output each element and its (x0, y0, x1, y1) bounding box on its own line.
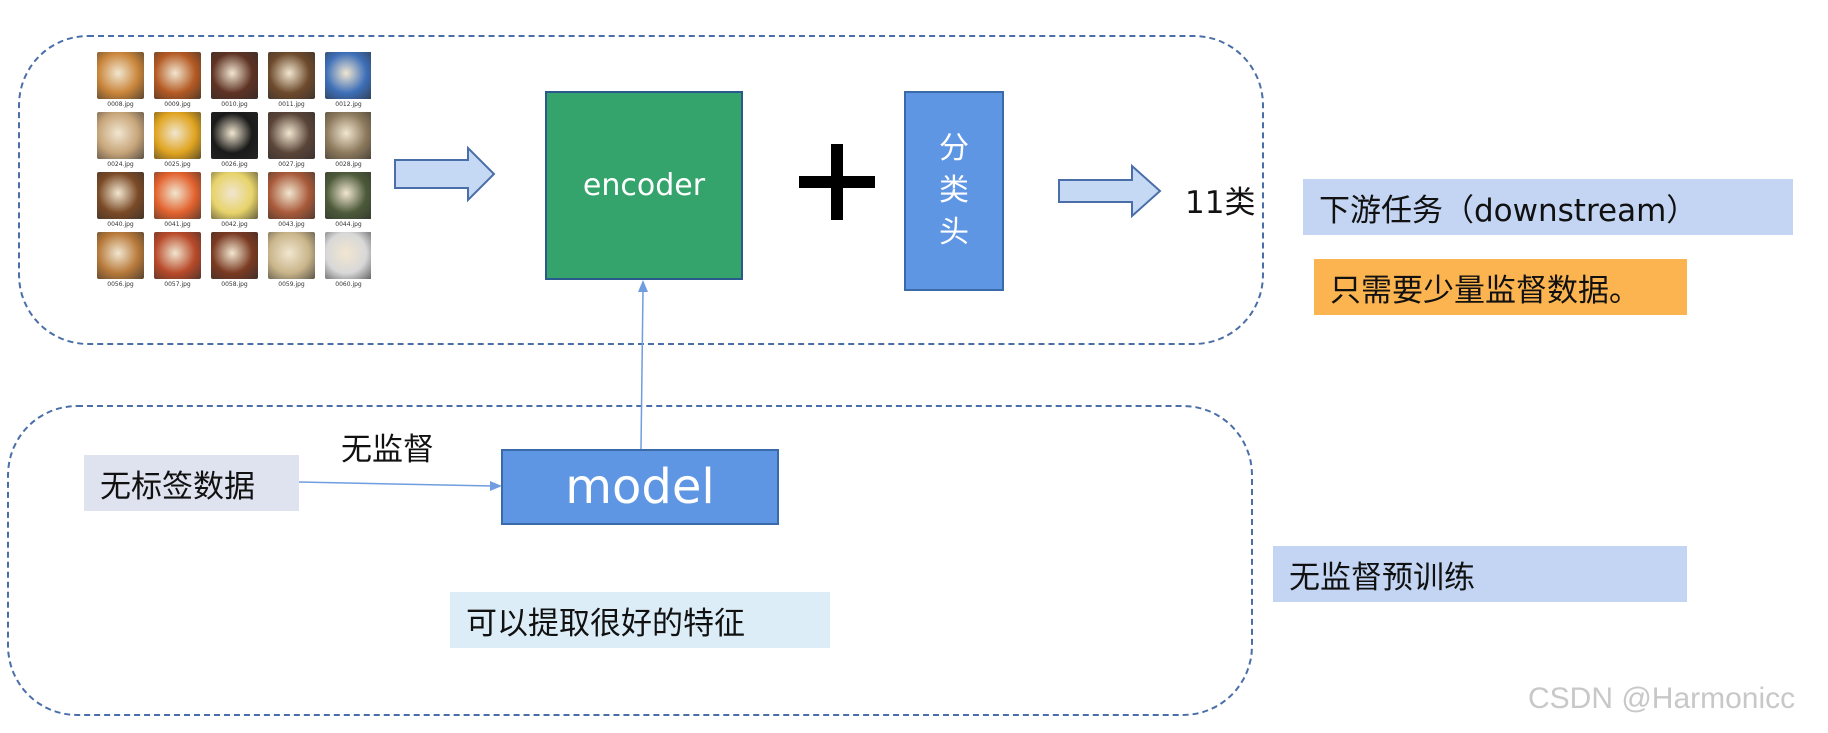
food-photo (97, 52, 144, 99)
classification-head-label: 分类头 (939, 131, 969, 250)
food-thumbnail: 0025.jpg (154, 112, 201, 170)
output-classes-label: 11类 (1185, 184, 1256, 221)
food-thumbnail: 0040.jpg (97, 172, 144, 230)
food-photo (154, 172, 201, 219)
thumbnail-caption: 0024.jpg (107, 161, 134, 168)
thumbnail-caption: 0040.jpg (107, 221, 134, 228)
thumbnail-caption: 0043.jpg (278, 221, 305, 228)
food-thumbnail: 0044.jpg (325, 172, 371, 230)
food-photo (154, 232, 201, 279)
few-labels-note: 只需要少量监督数据。 (1314, 259, 1687, 315)
food-thumbnail: 0057.jpg (154, 232, 201, 288)
food-thumbnail: 0008.jpg (97, 52, 144, 110)
food-photo (154, 112, 201, 159)
food-photo (325, 172, 371, 219)
food-thumbnail: 0011.jpg (268, 52, 315, 110)
food-photo (211, 52, 258, 99)
unsupervised-label: 无监督 (341, 431, 434, 468)
data-to-model-arrow (298, 481, 494, 487)
good-features-note: 可以提取很好的特征 (450, 592, 830, 648)
thumbnail-caption: 0025.jpg (164, 161, 191, 168)
food-thumbnail: 0009.jpg (154, 52, 201, 110)
food-thumbnail: 0028.jpg (325, 112, 371, 170)
food-photo (154, 52, 201, 99)
thumbnail-caption: 0059.jpg (278, 281, 305, 288)
pretrain-group (7, 405, 1253, 716)
food-photo (97, 232, 144, 279)
food-thumbnail: 0024.jpg (97, 112, 144, 170)
plus-sign-vertical (831, 144, 843, 220)
thumbnail-caption: 0041.jpg (164, 221, 191, 228)
food-thumbnail: 0041.jpg (154, 172, 201, 230)
downstream-group (18, 35, 1264, 345)
thumbnail-caption: 0044.jpg (335, 221, 362, 228)
food-thumbnail: 0059.jpg (268, 232, 315, 288)
encoder-block: encoder (545, 91, 743, 280)
food-photo (97, 172, 144, 219)
food-photo (211, 172, 258, 219)
thumbnail-caption: 0026.jpg (221, 161, 248, 168)
food-thumbnail: 0010.jpg (211, 52, 258, 110)
food-thumbnail: 0058.jpg (211, 232, 258, 288)
thumbnail-caption: 0056.jpg (107, 281, 134, 288)
model-block: model (501, 449, 779, 525)
thumbnail-caption: 0028.jpg (335, 161, 362, 168)
model-label: model (565, 459, 715, 515)
classification-head-block: 分类头 (904, 91, 1004, 291)
model-to-encoder-arrow (640, 289, 644, 450)
food-photo (268, 232, 315, 279)
thumbnail-caption: 0042.jpg (221, 221, 248, 228)
food-thumbnail: 0060.jpg (325, 232, 371, 288)
food-thumbnail: 0026.jpg (211, 112, 258, 170)
unsupervised-pretrain-tag: 无监督预训练 (1273, 546, 1687, 602)
food-photo (325, 232, 371, 279)
thumbnail-caption: 0011.jpg (278, 101, 305, 108)
downstream-task-tag: 下游任务（downstream） (1303, 179, 1793, 235)
input-arrow (394, 145, 496, 203)
thumbnail-caption: 0008.jpg (107, 101, 134, 108)
food-photo (211, 112, 258, 159)
thumbnail-caption: 0009.jpg (164, 101, 191, 108)
thumbnail-caption: 0057.jpg (164, 281, 191, 288)
food-photo (268, 172, 315, 219)
output-arrow (1058, 163, 1162, 219)
food-thumbnail: 0027.jpg (268, 112, 315, 170)
watermark: CSDN @Harmonicc (1528, 682, 1796, 715)
food-thumbnail: 0043.jpg (268, 172, 315, 230)
encoder-label: encoder (582, 168, 706, 203)
thumbnail-caption: 0027.jpg (278, 161, 305, 168)
data-to-model-arrowhead (490, 481, 502, 491)
food-photo (97, 112, 144, 159)
thumbnail-caption: 0058.jpg (221, 281, 248, 288)
food-photo (268, 112, 315, 159)
food-photo (325, 52, 371, 99)
food-thumbnail: 0012.jpg (325, 52, 371, 110)
food-thumbnail: 0056.jpg (97, 232, 144, 288)
thumbnail-caption: 0060.jpg (335, 281, 362, 288)
food-photo (268, 52, 315, 99)
model-to-encoder-arrowhead (638, 280, 648, 292)
food-thumbnail: 0042.jpg (211, 172, 258, 230)
thumbnail-caption: 0010.jpg (221, 101, 248, 108)
thumbnail-caption: 0012.jpg (335, 101, 362, 108)
unlabeled-data-tag: 无标签数据 (84, 455, 299, 511)
food-photo (211, 232, 258, 279)
food-photo (325, 112, 371, 159)
food-image-grid: 0008.jpg 0009.jpg 0010.jpg 0011.jpg 0012.jpg… (97, 52, 371, 288)
